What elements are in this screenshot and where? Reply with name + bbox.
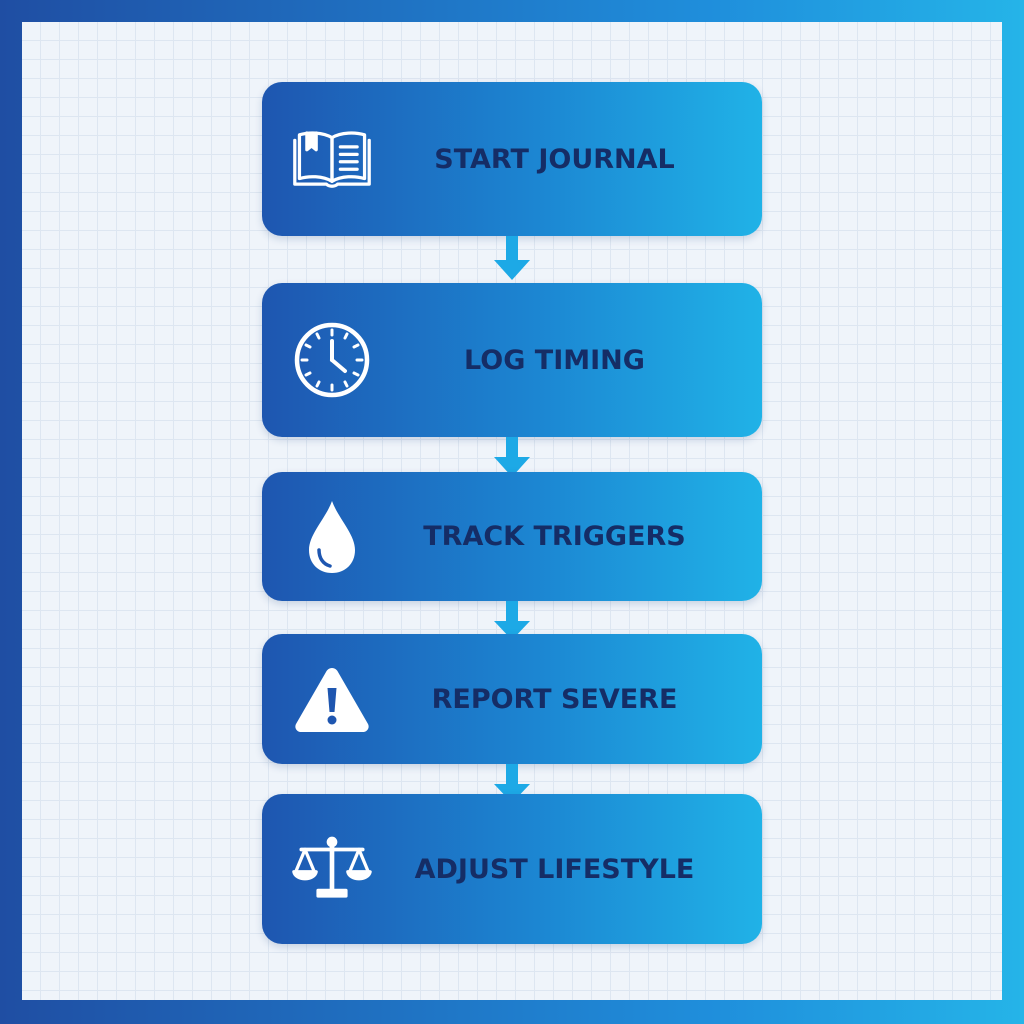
step-start-journal: START JOURNAL [262, 82, 762, 236]
step-label: REPORT SEVERE [431, 683, 678, 715]
step-label: ADJUST LIFESTYLE [414, 853, 695, 885]
flow-arrow [490, 236, 534, 282]
flow-arrow [490, 764, 534, 804]
step-adjust-lifestyle: ADJUST LIFESTYLE [262, 794, 762, 944]
flow-arrow [490, 437, 534, 478]
scales-icon [292, 829, 372, 909]
step-report-severe: REPORT SEVERE [262, 634, 762, 764]
clock-icon [292, 320, 372, 400]
open-book-icon [292, 119, 372, 199]
warning-icon [292, 659, 372, 739]
step-log-timing: LOG TIMING [262, 283, 762, 437]
step-track-triggers: TRACK TRIGGERS [262, 472, 762, 601]
step-label: TRACK TRIGGERS [423, 521, 686, 552]
flow-arrow [490, 601, 534, 641]
water-drop-icon [292, 497, 372, 577]
step-label: START JOURNAL [434, 143, 675, 175]
step-label: LOG TIMING [464, 344, 645, 376]
